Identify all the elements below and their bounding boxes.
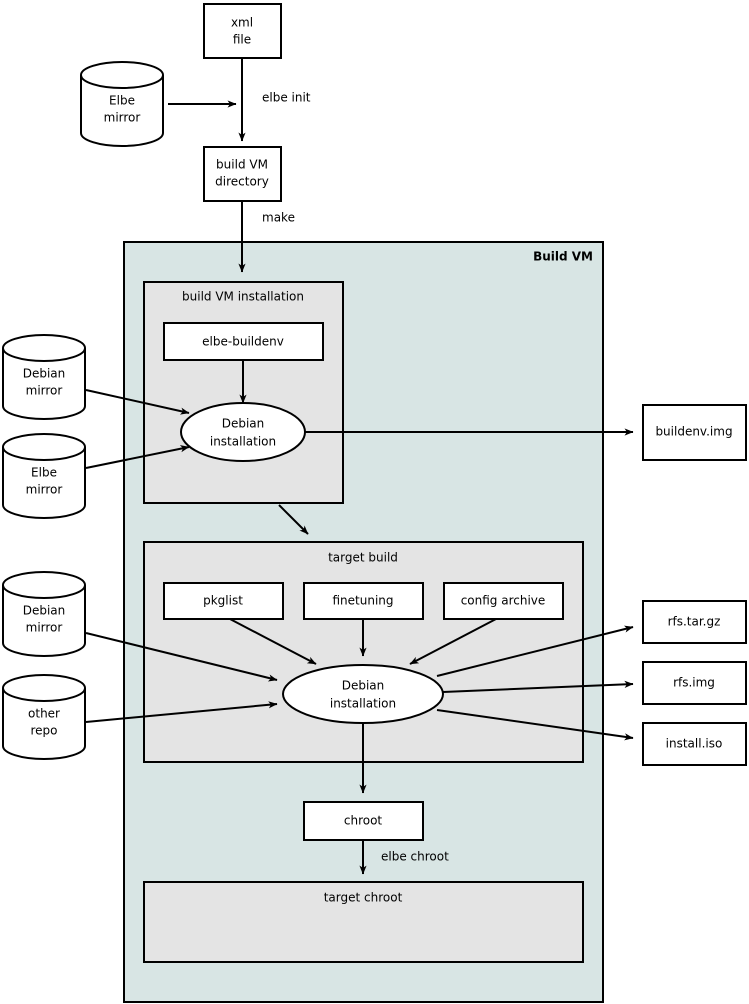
- node-finetuning-label: finetuning: [332, 594, 393, 608]
- edge-label-elbe-chroot: elbe chroot: [381, 850, 449, 864]
- node-elbe-mirror-lower-label-line1: Elbe: [31, 466, 57, 480]
- node-chroot-label: chroot: [344, 814, 383, 828]
- node-debian-mirror-lower-label-line2: mirror: [26, 621, 63, 635]
- node-debian-mirror-upper-cylinder-top-ellipse: [2, 347, 86, 362]
- build-vm-installation-group: build VM installation: [143, 281, 344, 504]
- node-buildenv-img-box: [642, 404, 747, 461]
- edge-other-repo-to-debian-installation-target: [85, 701, 278, 723]
- node-debian-installation-vm-label-line2: installation: [210, 435, 276, 449]
- node-chroot[interactable]: chroot: [303, 801, 424, 841]
- node-rfs-tar-gz-box: [642, 600, 747, 644]
- node-pkglist-box: [163, 582, 284, 620]
- node-debian-mirror-upper-label-line1: Debian: [23, 367, 66, 381]
- node-chroot-box: [303, 801, 424, 841]
- target-chroot-group: target chroot: [143, 881, 584, 963]
- node-debian-installation-target[interactable]: Debian installation: [282, 664, 444, 724]
- edge-debian-mirror-upper-to-debian-installation: [85, 389, 190, 415]
- node-other-repo-label-line1: other: [28, 707, 60, 721]
- node-other-repo-label-line2: repo: [30, 724, 57, 738]
- node-config-archive[interactable]: config archive: [443, 582, 564, 620]
- node-finetuning-box: [303, 582, 424, 620]
- node-elbe-mirror-top-label-line2: mirror: [104, 111, 141, 125]
- build-vm-title: Build VM: [533, 250, 593, 264]
- node-install-iso-label: install.iso: [666, 737, 723, 751]
- node-config-archive-label: config archive: [461, 594, 546, 608]
- target-build-title: target build: [328, 551, 398, 565]
- build-vm-installation-title: build VM installation: [182, 290, 304, 304]
- node-elbe-mirror-lower-label-line2: mirror: [26, 483, 63, 497]
- edge-config-archive-to-debian-installation-target: [409, 618, 497, 665]
- node-elbe-buildenv-label: elbe-buildenv: [202, 335, 284, 349]
- node-config-archive-box: [443, 582, 564, 620]
- node-pkglist-label: pkglist: [203, 594, 243, 608]
- node-debian-mirror-lower-label-line1: Debian: [23, 604, 66, 618]
- node-debian-installation-target-ellipse: [282, 664, 444, 724]
- edge-build-vm-installation-to-target-build: [278, 504, 309, 535]
- node-debian-mirror-upper-cylinder: [2, 334, 86, 420]
- node-elbe-buildenv-box: [163, 322, 324, 361]
- node-install-iso-box: [642, 722, 747, 766]
- node-xml-file-label-line2: file: [233, 33, 251, 47]
- node-debian-mirror-upper[interactable]: Debian mirror: [2, 334, 86, 420]
- node-elbe-mirror-top-cylinder-top-ellipse: [80, 74, 164, 89]
- edge-label-make: make: [262, 211, 295, 225]
- node-debian-installation-vm-ellipse: [180, 402, 306, 462]
- target-chroot-box: [143, 881, 584, 963]
- node-debian-installation-vm[interactable]: Debian installation: [180, 402, 306, 462]
- node-build-vm-directory-label-line1: build VM: [216, 158, 268, 172]
- node-xml-file-box: [203, 3, 282, 59]
- node-debian-mirror-upper-label-line2: mirror: [26, 384, 63, 398]
- node-finetuning[interactable]: finetuning: [303, 582, 424, 620]
- node-rfs-tar-gz[interactable]: rfs.tar.gz: [642, 600, 747, 644]
- node-debian-mirror-lower-cylinder-top-ellipse: [2, 584, 86, 599]
- target-chroot-title: target chroot: [324, 891, 403, 905]
- node-rfs-img-box: [642, 661, 747, 705]
- node-install-iso[interactable]: install.iso: [642, 722, 747, 766]
- edge-pkglist-to-debian-installation-target: [229, 618, 317, 665]
- edge-elbe-mirror-lower-to-debian-installation: [85, 445, 190, 469]
- node-debian-installation-target-label-line2: installation: [330, 697, 396, 711]
- node-buildenv-img[interactable]: buildenv.img: [642, 404, 747, 461]
- edge-debian-mirror-lower-to-debian-installation-target: [85, 632, 278, 682]
- node-debian-installation-vm-label-line1: Debian: [222, 417, 265, 431]
- node-other-repo-cylinder-top-ellipse: [2, 687, 86, 702]
- node-buildenv-img-label: buildenv.img: [655, 425, 732, 439]
- node-debian-mirror-lower[interactable]: Debian mirror: [2, 571, 86, 657]
- node-rfs-tar-gz-label: rfs.tar.gz: [668, 615, 721, 629]
- node-build-vm-directory-box: [203, 146, 282, 202]
- node-elbe-mirror-lower-cylinder: [2, 433, 86, 519]
- node-xml-file[interactable]: xml file: [203, 3, 282, 59]
- node-pkglist[interactable]: pkglist: [163, 582, 284, 620]
- node-xml-file-label-line1: xml: [231, 16, 253, 30]
- node-other-repo-cylinder: [2, 674, 86, 760]
- node-elbe-mirror-lower[interactable]: Elbe mirror: [2, 433, 86, 519]
- edge-label-elbe-init: elbe init: [262, 91, 311, 105]
- node-other-repo[interactable]: other repo: [2, 674, 86, 760]
- edge-debian-installation-target-to-rfs-img: [442, 680, 634, 693]
- node-debian-installation-target-label-line1: Debian: [342, 679, 385, 693]
- node-elbe-mirror-top[interactable]: Elbe mirror: [80, 61, 164, 147]
- node-elbe-mirror-top-label-line1: Elbe: [109, 94, 135, 108]
- node-elbe-buildenv[interactable]: elbe-buildenv: [163, 322, 324, 361]
- node-rfs-img-label: rfs.img: [673, 676, 715, 690]
- build-vm-installation-box: [143, 281, 344, 504]
- node-elbe-mirror-top-cylinder: [80, 61, 164, 147]
- node-rfs-img[interactable]: rfs.img: [642, 661, 747, 705]
- node-build-vm-directory-label-line2: directory: [215, 175, 269, 189]
- edge-debian-installation-target-to-install-iso: [436, 709, 634, 741]
- edge-debian-installation-target-to-rfs-tar-gz: [436, 625, 634, 677]
- node-build-vm-directory[interactable]: build VM directory: [203, 146, 282, 202]
- node-debian-mirror-lower-cylinder: [2, 571, 86, 657]
- node-elbe-mirror-lower-cylinder-top-ellipse: [2, 446, 86, 461]
